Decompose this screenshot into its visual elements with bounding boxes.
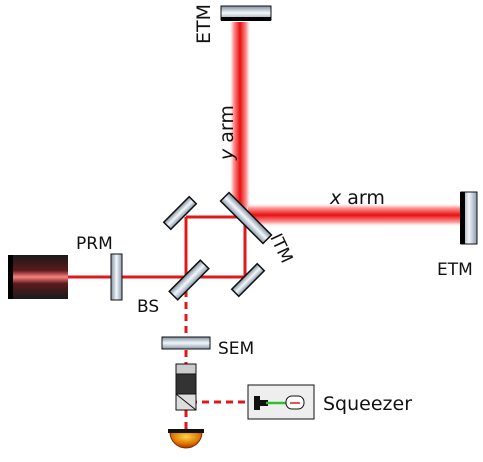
label-etm-right: ETM: [437, 260, 473, 280]
squeezer-box: [247, 384, 315, 420]
beam-splitter: [168, 259, 210, 301]
label-bs: BS: [137, 297, 159, 317]
sem-mirror: [161, 336, 211, 350]
label-y-arm: y arm: [216, 105, 238, 161]
label-squeezer: Squeezer: [323, 393, 412, 415]
itm-mirror: [219, 191, 273, 245]
fold-mirror-top-left: [162, 195, 198, 231]
label-x-arm: x arm: [329, 187, 385, 209]
y-arm-symbol: y: [216, 148, 238, 161]
label-itm: ITM: [265, 231, 296, 267]
label-sem: SEM: [218, 339, 254, 359]
y-arm-word: arm: [216, 105, 238, 149]
faraday-isolator: [175, 363, 197, 411]
prm-mirror: [110, 253, 123, 301]
y-arm-beam: [229, 22, 251, 212]
laser-source: [8, 255, 68, 299]
etm-right-mirror: [460, 191, 478, 245]
x-arm-symbol: x: [329, 187, 342, 209]
photodetector: [168, 429, 204, 449]
etm-top-mirror: [220, 5, 272, 21]
fold-mirror-bottom-right: [230, 262, 266, 298]
label-prm: PRM: [76, 234, 113, 254]
x-arm-beam: [248, 203, 461, 227]
x-arm-word: arm: [341, 187, 385, 209]
label-etm-top: ETM: [193, 4, 215, 44]
